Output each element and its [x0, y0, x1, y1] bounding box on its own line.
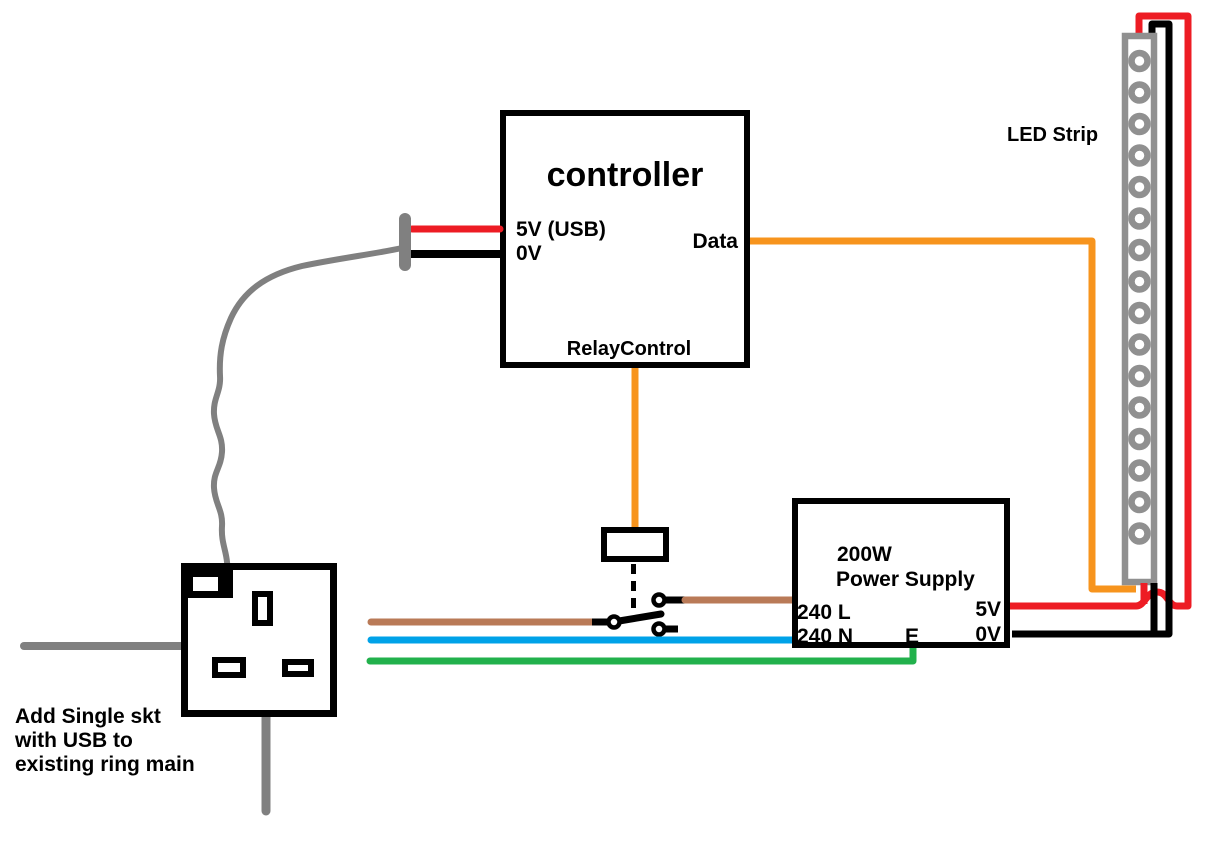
- led-hole: [1128, 459, 1151, 482]
- led-hole: [1128, 49, 1151, 73]
- led-5v-red-wire: [1010, 12, 1192, 610]
- socket-live-slot: [212, 657, 246, 678]
- controller-title: controller: [547, 156, 704, 194]
- switch-no-terminal: [651, 592, 667, 608]
- led-hole: [1128, 270, 1151, 293]
- led-hole: [1128, 301, 1151, 325]
- usb-plug: [399, 213, 411, 271]
- data-wire: [750, 237, 1136, 593]
- controller-pin-5v-usb: 5V (USB): [516, 218, 606, 241]
- controller-pin-data: Data: [692, 230, 738, 253]
- led-holes: [1128, 49, 1151, 545]
- led-hole: [1128, 522, 1151, 545]
- usb-cable: [203, 245, 405, 592]
- psu-name-line2: Power Supply: [836, 568, 975, 591]
- controller-pin-relaycontrol: RelayControl: [567, 338, 691, 360]
- led-hole: [1128, 490, 1151, 514]
- psu-pin-0v: 0V: [975, 623, 1001, 646]
- psu-pin-live: 240 L: [797, 601, 851, 624]
- controller-box: [500, 110, 750, 368]
- socket-earth-slot: [252, 591, 273, 626]
- led-hole: [1128, 112, 1151, 136]
- led-hole: [1128, 144, 1151, 167]
- psu-name-line1: 200W: [837, 543, 892, 566]
- socket-note-line3: existing ring main: [15, 753, 195, 776]
- psu-pin-earth: E: [905, 625, 919, 648]
- switch-arm: [615, 610, 665, 625]
- led-hole: [1128, 427, 1151, 451]
- led-hole: [1128, 364, 1151, 388]
- led-strip-label: LED Strip: [1007, 124, 1098, 146]
- socket-note-line2: with USB to: [14, 729, 133, 752]
- led-0v-black-wire: [1012, 20, 1173, 638]
- earth-wire: [366, 641, 917, 665]
- socket-usb-slot: [193, 577, 218, 591]
- switch-pivot: [606, 614, 622, 630]
- led-hole: [1128, 207, 1151, 230]
- switch-nc-terminal: [651, 621, 667, 637]
- psu-pin-5v: 5V: [975, 598, 1001, 621]
- socket-note-line1: Add Single skt: [15, 705, 161, 728]
- socket-neutral-slot: [282, 659, 314, 677]
- led-hole: [1128, 81, 1151, 104]
- led-hole: [1128, 396, 1151, 419]
- relay-coil: [601, 527, 669, 562]
- psu-pin-neutral: 240 N: [797, 625, 853, 648]
- controller-pin-0v: 0V: [516, 242, 542, 265]
- led-hole: [1128, 238, 1151, 262]
- power-supply-box: [792, 498, 1010, 648]
- led-hole: [1128, 333, 1151, 356]
- led-hole: [1128, 175, 1151, 199]
